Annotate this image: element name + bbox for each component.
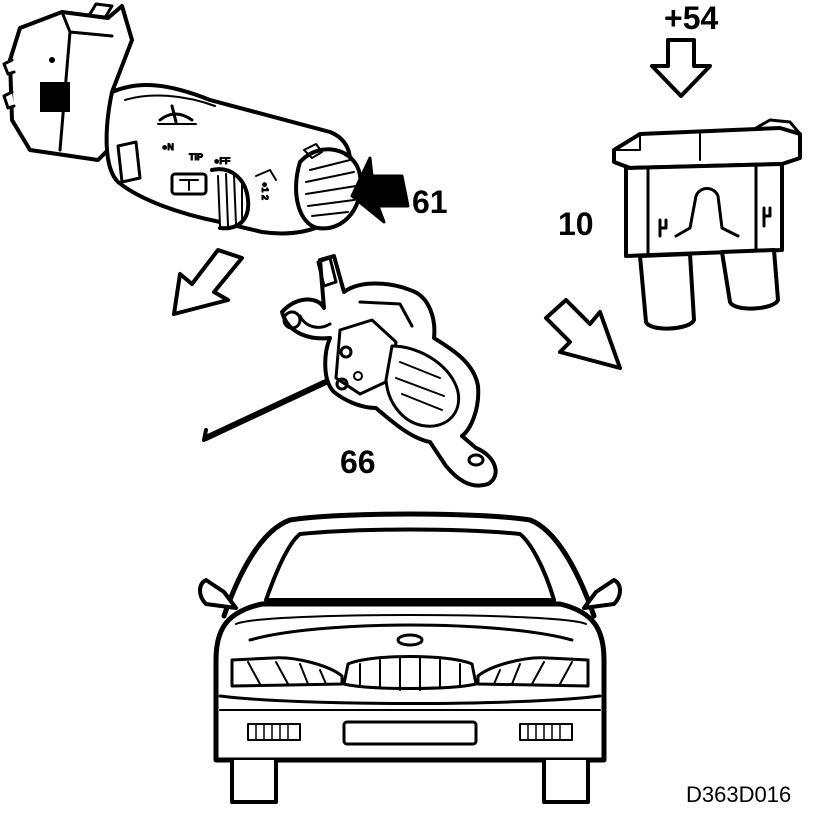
switch-int-marking: ●N xyxy=(162,142,174,152)
fuse-voltage-label: +54 xyxy=(664,0,719,36)
wiper-motor xyxy=(202,254,498,488)
connector-window-icon xyxy=(40,82,70,112)
fuse-feed-arrow-icon xyxy=(650,38,712,98)
wiper-switch xyxy=(2,2,363,236)
fuse-callout-label: 10 xyxy=(558,206,594,242)
motor-callout-label: 66 xyxy=(340,444,376,480)
switch-speed-marking: ●1 2 xyxy=(260,182,270,200)
switch-callout-label: 61 xyxy=(412,184,448,220)
fuse-to-motor-arrow-icon xyxy=(544,298,622,370)
switch-pointer-arrow-icon xyxy=(350,156,410,224)
car-front-view xyxy=(198,511,622,804)
badge-icon xyxy=(396,633,424,647)
figure-code: D363D016 xyxy=(686,782,792,807)
switch-tip-marking: TIP xyxy=(189,152,203,162)
switch-off-marking: ●FF xyxy=(214,156,231,166)
fuse xyxy=(612,38,802,331)
switch-to-motor-arrow-icon xyxy=(172,248,244,316)
